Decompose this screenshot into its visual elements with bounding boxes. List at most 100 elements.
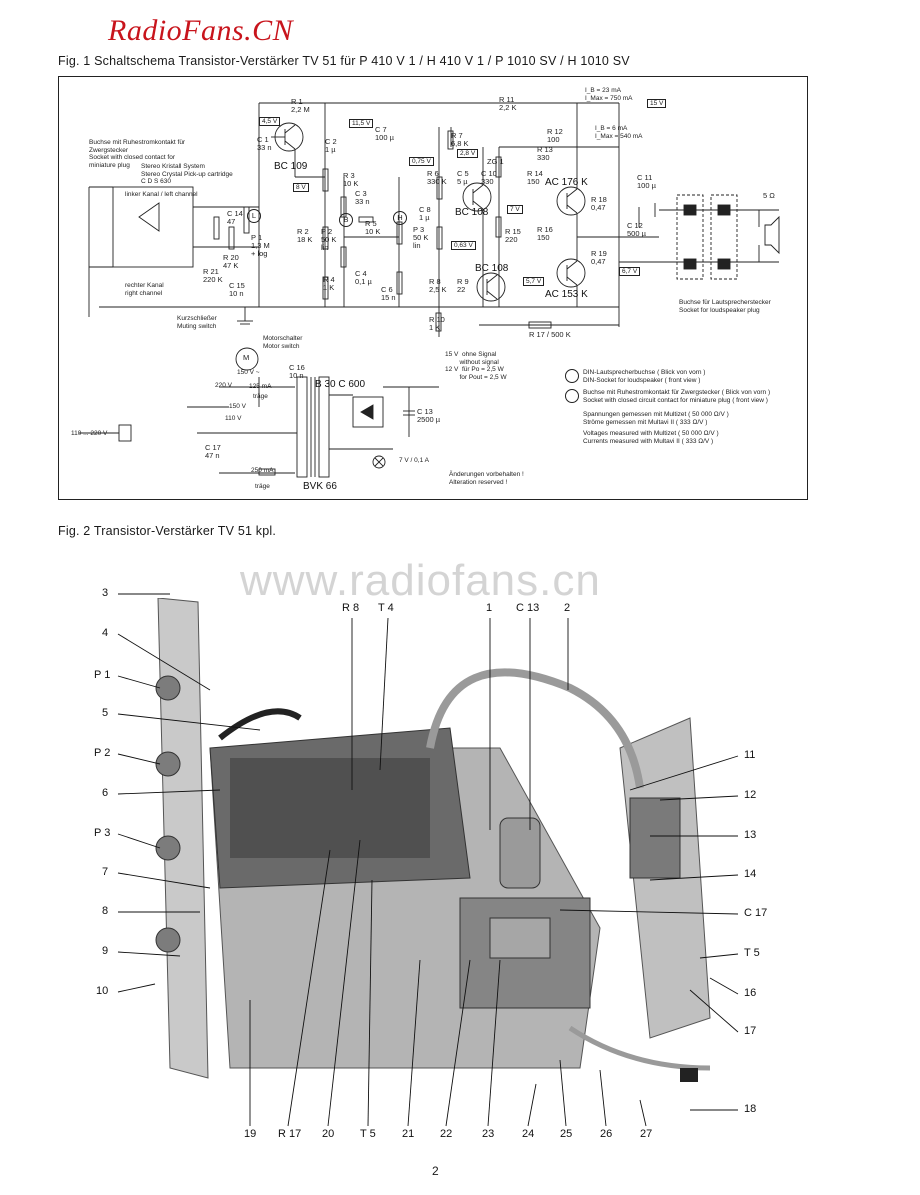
component-label: C 14 — [227, 209, 243, 218]
component-label: R 20 — [223, 253, 239, 262]
callout-label: 9 — [102, 945, 109, 957]
component-value: 0,1 µ — [355, 277, 372, 286]
component-value: 47 K — [223, 261, 239, 270]
callout-label: 5 — [102, 707, 109, 719]
component-value: 33 n — [257, 143, 272, 152]
tap-label: 150 V — [229, 403, 246, 410]
callout-label: 1 — [486, 602, 493, 614]
signal-table: 15 V ohne Signal without signal 12 V für… — [445, 351, 507, 381]
component-value: 47 n — [205, 451, 220, 460]
component-value: 150 — [537, 233, 550, 242]
mains-label: 110 ... 220 V ~ — [71, 430, 113, 437]
component-value: 15 n — [381, 293, 396, 302]
component-value: 500 µ — [627, 229, 646, 238]
callout-label: 18 — [744, 1103, 757, 1115]
right-channel-label: rechter Kanal right channel — [125, 282, 164, 297]
tap-label: 110 V — [225, 415, 242, 422]
component-label: C 7 — [375, 125, 387, 134]
component-value: 0,47 — [591, 257, 606, 266]
component-value: 10 K — [365, 227, 381, 236]
cartridge-label: Stereo Kristall System Stereo Crystal Pi… — [141, 163, 233, 185]
component-label: C 2 — [325, 137, 337, 146]
component-value: 220 K — [203, 275, 223, 284]
component-value: lin — [321, 243, 329, 252]
din-socket-icon — [565, 369, 579, 383]
callout-label: 23 — [482, 1128, 495, 1140]
component-value: 50 K — [413, 233, 429, 242]
component-value: 220 — [505, 235, 518, 244]
component-value: 22 — [457, 285, 466, 294]
component-label: C 13 — [417, 407, 433, 416]
callout-label: T 5 — [360, 1128, 376, 1140]
component-value: 1 K — [323, 283, 335, 292]
component-value: 6,8 K — [451, 139, 469, 148]
input-socket-label: Buchse mit Ruhestromkontakt für Zwergste… — [89, 139, 186, 169]
component-value: 10 n — [289, 371, 304, 380]
component-label: R 19 — [591, 249, 607, 258]
callout-label: 24 — [522, 1128, 535, 1140]
page-number: 2 — [432, 1164, 439, 1178]
component-value: 2,5 K — [429, 285, 447, 294]
callout-label: C 17 — [744, 907, 768, 919]
component-label: ZG 1 — [487, 157, 504, 166]
schematic-frame: Buchse mit Ruhestromkontakt für Zwergste… — [58, 76, 808, 500]
component-label: C 16 — [289, 363, 305, 372]
callout-label: 3 — [102, 587, 109, 599]
callout-label: 8 — [102, 905, 109, 917]
callout-label: 11 — [744, 749, 756, 761]
component-label: R 12 — [547, 127, 563, 136]
current-tag: I_B = 6 mA I_Max = 540 mA — [595, 125, 643, 140]
component-label: C 17 — [205, 443, 221, 452]
legend-miniature: Buchse mit Ruhestromkontakt für Zwergste… — [583, 389, 771, 404]
muting-switch-label: Kurzschließer Muting switch — [177, 315, 217, 330]
callout-label: P 1 — [94, 669, 111, 681]
voltage-tag: 2,8 V — [457, 149, 479, 158]
component-label: P 2 — [321, 227, 333, 236]
lamp-label: 7 V / 0,1 A — [399, 457, 429, 464]
component-label: R 4 — [323, 275, 335, 284]
transformer-label: BVK 66 — [303, 481, 337, 492]
voltage-tag: 0,63 V — [451, 241, 476, 250]
callout-label: 2 — [564, 602, 571, 614]
voltage-tag: 7 V — [507, 205, 523, 214]
component-label: P 3 — [413, 225, 425, 234]
component-value: 330 K — [427, 177, 447, 186]
fig2-caption: Fig. 2 Transistor-Verstärker TV 51 kpl. — [58, 524, 277, 538]
callout-label: 13 — [744, 829, 757, 841]
transistor-label: BC 108 — [475, 263, 509, 274]
component-value: 5 µ — [457, 177, 468, 186]
callout-label: 20 — [322, 1128, 335, 1140]
component-label: C 8 — [419, 205, 431, 214]
callout-label: T 4 — [378, 602, 394, 614]
circle-label: B — [339, 213, 353, 227]
callout-label: 7 — [102, 866, 109, 878]
callout-label: R 17 — [278, 1128, 302, 1140]
component-value: 2,2 M — [291, 105, 310, 114]
component-label: C 15 — [229, 281, 245, 290]
fuse-type: träge — [255, 483, 270, 490]
fuse-rating: 250 mA — [251, 467, 274, 474]
component-value: 150 — [527, 177, 540, 186]
component-label: C 4 — [355, 269, 367, 278]
component-value: 50 K — [321, 235, 337, 244]
component-label: C 11 — [637, 173, 653, 182]
site-title: RadioFans.CN — [108, 14, 294, 47]
callout-label: 25 — [560, 1128, 573, 1140]
component-value: 1 K — [429, 323, 441, 332]
component-label: C 12 — [627, 221, 643, 230]
component-label: R 3 — [343, 171, 355, 180]
callout-label: 10 — [96, 985, 109, 997]
callout-label: 19 — [244, 1128, 257, 1140]
motor-switch-label: Motorschalter Motor switch — [263, 335, 303, 350]
fuse-rating: 125 mA — [249, 383, 272, 390]
callout-label: C 13 — [516, 602, 540, 614]
watermark: www.radiofans.cn — [240, 556, 601, 605]
callout-label: 4 — [102, 627, 109, 639]
callout-label: 27 — [640, 1128, 653, 1140]
component-label: R 8 — [429, 277, 441, 286]
callout-label: 16 — [744, 987, 757, 999]
component-value: 330 — [537, 153, 550, 162]
left-channel-label: linker Kanal / left channel — [125, 191, 198, 198]
fuse-type: träge — [253, 393, 268, 400]
